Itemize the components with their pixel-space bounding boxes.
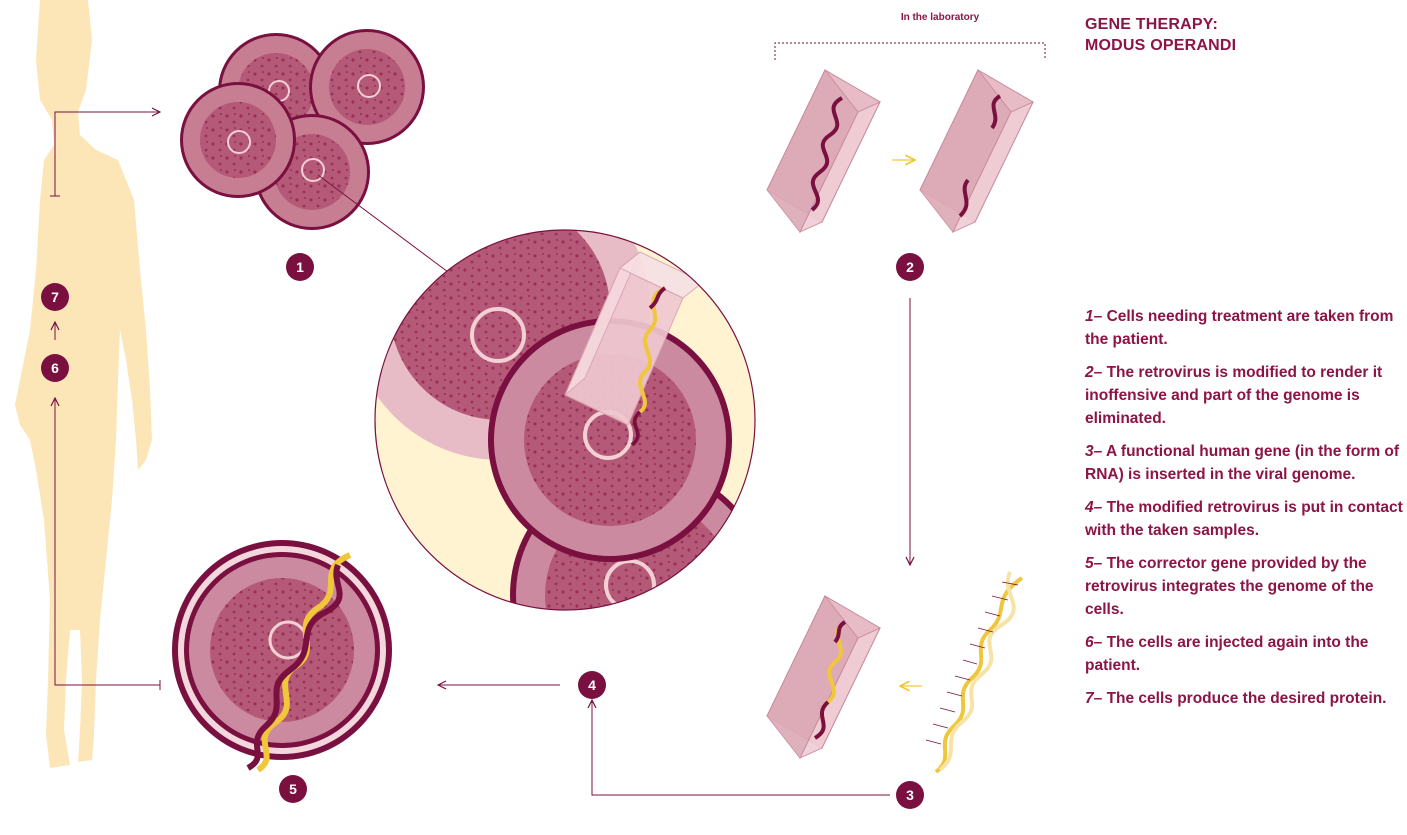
treated-cell [172, 540, 392, 770]
rna-helix [926, 572, 1022, 772]
title-line-1: GENE THERAPY: [1085, 14, 1236, 35]
human-silhouette [15, 0, 152, 768]
step-badge-4: 4 [578, 671, 606, 699]
zoom-circle [350, 160, 770, 725]
step-item: 1– Cells needing treatment are taken fro… [1085, 305, 1403, 351]
retrovirus-capsule [767, 596, 880, 758]
step-badge-7: 7 [41, 283, 69, 311]
step-badge-2: 2 [896, 253, 924, 281]
retrovirus-capsule [767, 70, 880, 232]
step-list: 1– Cells needing treatment are taken fro… [1085, 305, 1403, 720]
step-item: 2– The retrovirus is modified to render … [1085, 361, 1403, 430]
step-badge-3: 3 [896, 781, 924, 809]
step-badge-1: 1 [286, 253, 314, 281]
step-item: 3– A functional human gene (in the form … [1085, 440, 1403, 486]
step-item: 4– The modified retrovirus is put in con… [1085, 496, 1403, 542]
cell [180, 82, 296, 198]
title-line-2: MODUS OPERANDI [1085, 35, 1236, 56]
cell-cluster [180, 29, 425, 230]
lab-label: In the laboratory [830, 12, 1050, 23]
page-title: GENE THERAPY: MODUS OPERANDI [1085, 14, 1236, 56]
step-item: 7– The cells produce the desired protein… [1085, 687, 1403, 710]
retrovirus-capsule [920, 70, 1033, 232]
step-item: 5– The corrector gene provided by the re… [1085, 552, 1403, 621]
arrow-step3-to-step4 [592, 700, 890, 795]
step-badge-5: 5 [279, 775, 307, 803]
step-badge-6: 6 [41, 354, 69, 382]
step-item: 6– The cells are injected again into the… [1085, 631, 1403, 677]
lab-bracket [775, 43, 1045, 60]
